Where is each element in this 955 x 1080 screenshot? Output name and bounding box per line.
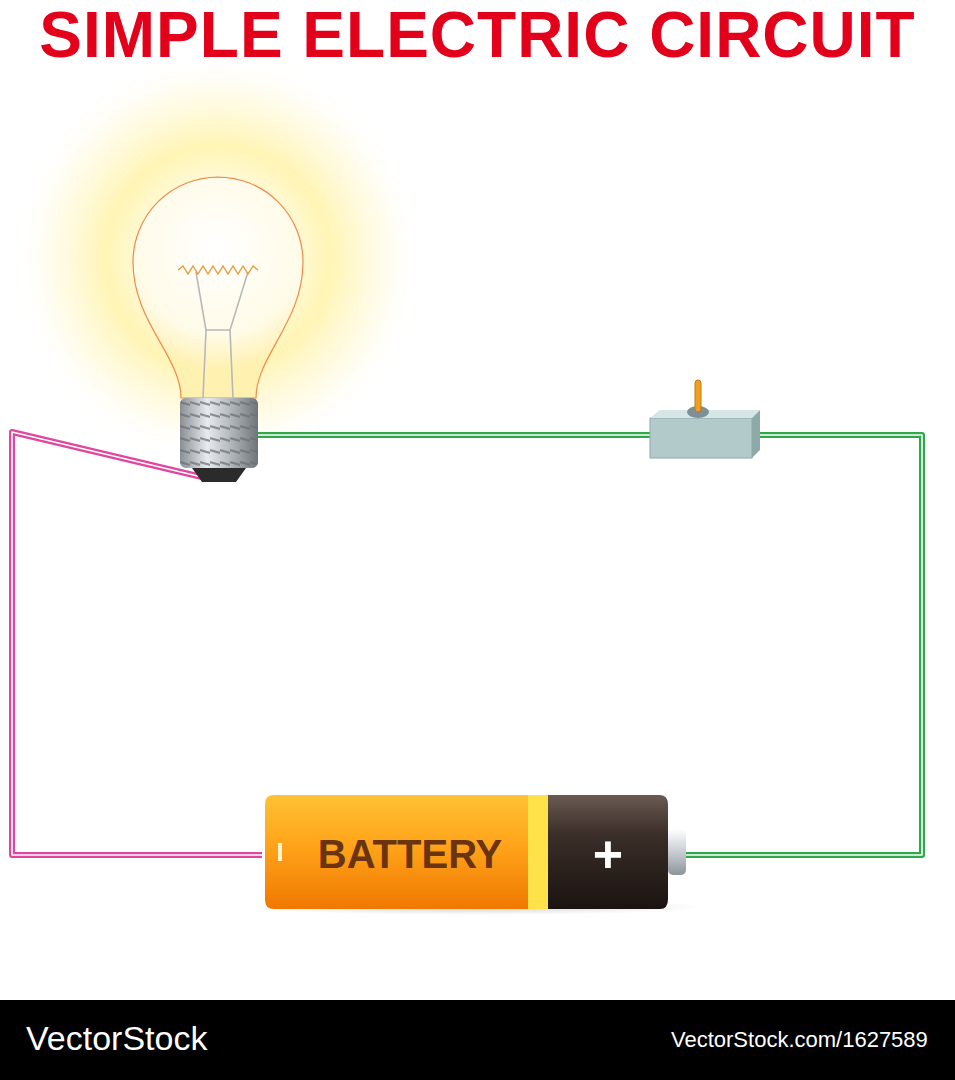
watermark-url: VectorStock.com/1627589 (671, 1028, 928, 1052)
switch (650, 380, 760, 458)
watermark-brand: VectorStock (26, 1020, 207, 1057)
light-bulb (133, 177, 303, 482)
battery-label: BATTERY (292, 834, 528, 874)
green-wire (255, 435, 922, 855)
pink-wire (12, 432, 262, 855)
diagram-title: SIMPLE ELECTRIC CIRCUIT (0, 2, 955, 69)
polarity-sign: + (548, 828, 668, 880)
battery: BATTERY + (262, 795, 692, 913)
footer-bar (0, 1000, 955, 1080)
